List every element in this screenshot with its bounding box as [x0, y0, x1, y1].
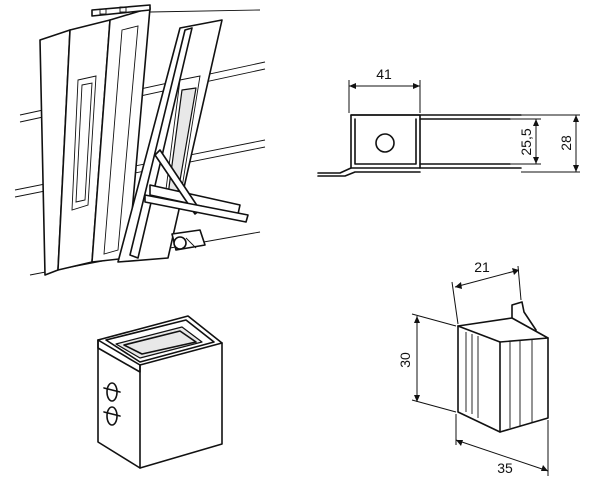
dim-label-30: 30	[397, 352, 413, 368]
dim-label-21: 21	[474, 259, 490, 275]
clip-isometric-view	[411, 265, 549, 476]
dim-label-28: 28	[558, 135, 574, 151]
dim-label-35: 35	[497, 460, 513, 476]
dim-label-25-5: 25,5	[518, 128, 534, 155]
installation-view	[14, 4, 266, 276]
side-profile-drawing	[317, 80, 580, 177]
dim-label-41: 41	[376, 66, 392, 82]
block-isometric-view	[97, 315, 223, 469]
